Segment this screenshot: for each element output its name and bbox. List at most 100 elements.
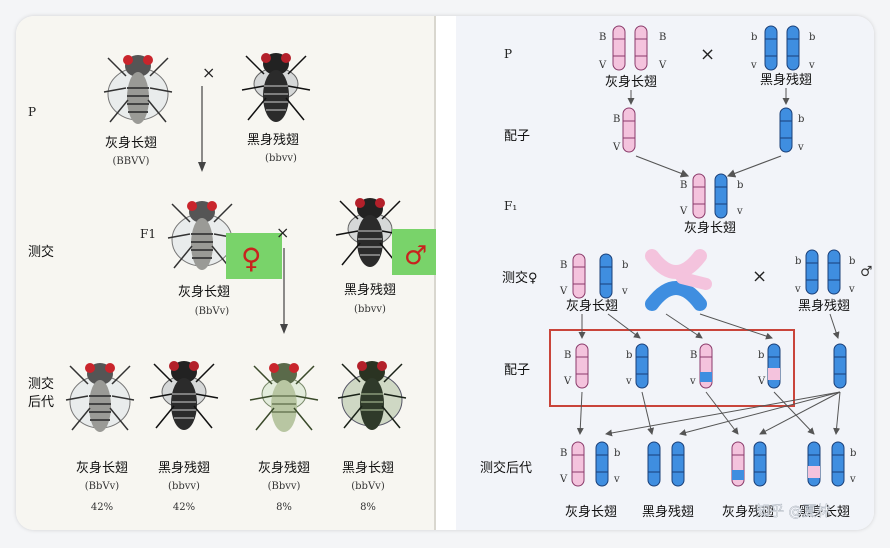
g2d-allele-b: b	[758, 350, 764, 361]
cross-sign-p: ×	[202, 63, 215, 82]
f1-chromosome-blue	[714, 173, 728, 219]
female-symbol-box	[226, 233, 282, 279]
tcm-allele-b-right: b	[849, 256, 855, 267]
tcm-allele-v-right: v	[848, 284, 855, 295]
parent2-genotype: (bbvv)	[265, 153, 297, 164]
off3-chr-recombinant	[731, 441, 745, 487]
parent1-genotype: (BBVV)	[113, 156, 150, 167]
gamete2-recombinant-bV	[767, 343, 781, 389]
g2a-allele-b: B	[564, 350, 571, 361]
offspring-label-line2: 后代	[28, 395, 54, 410]
arrow-tester-off2	[679, 391, 841, 436]
tester-phenotype: 黑身残翅	[344, 282, 396, 298]
f1-fly-female	[167, 200, 237, 271]
arrow-gamete-pink-to-f1	[635, 155, 690, 178]
parent2-phenotype: 黑身残翅	[247, 132, 299, 148]
p1-allele-b-right: B	[659, 32, 666, 43]
offspring-label-line1: 测交	[28, 376, 54, 392]
r-gamete2-label: 配子	[504, 363, 530, 378]
f1-allele-v-small: v	[736, 206, 743, 217]
p1-allele-v-right: V	[658, 60, 667, 71]
p2-allele-v-right: v	[808, 60, 815, 71]
arrow-tcf-g2	[607, 313, 641, 339]
r-gamete1-label: 配子	[504, 129, 530, 144]
offspring2-genotype: (bbvv)	[168, 481, 200, 492]
male-symbol: ♂	[404, 241, 427, 271]
off2-chr-right	[671, 441, 685, 487]
offspring1-genotype: (BbVv)	[85, 481, 120, 492]
arrow-head-p-to-f1	[198, 162, 206, 172]
offspring-fly-black-long	[337, 360, 407, 431]
off1-chr-pink	[571, 441, 585, 487]
offspring-fly-gray-vestigial	[249, 362, 319, 433]
tc-male-symbol: ♂	[860, 264, 873, 280]
off1-phenotype: 灰身长翅	[565, 504, 617, 520]
p2-allele-b-left: b	[751, 32, 757, 43]
gamete2-recombinant-bv	[699, 343, 713, 389]
tc-female-phenotype: 灰身长翅	[566, 298, 618, 314]
off3-chr-blue	[753, 441, 767, 487]
tcf-allele-v-small: v	[621, 286, 628, 297]
g2d-allele-v: V	[757, 376, 766, 387]
gamete2-bv-small	[635, 343, 649, 389]
parent-fly-black-vestigial	[241, 52, 311, 123]
f1-phenotype: 灰身长翅	[178, 284, 230, 300]
r-testcross-label: 测交♀	[502, 270, 538, 286]
testcross-label: 测交	[28, 244, 54, 260]
g2c-allele-v: v	[689, 376, 696, 387]
offspring2-phenotype: 黑身残翅	[158, 460, 210, 476]
offspring3-phenotype: 灰身残翅	[258, 460, 310, 476]
parent-fly-gray-long	[103, 54, 173, 125]
offspring3-percent: 8%	[276, 502, 292, 513]
r-cross-sign-tc: ×	[752, 266, 767, 287]
p1-allele-b-left: B	[599, 32, 606, 43]
r-offspring-label: 测交后代	[480, 460, 532, 476]
arrow-tcm-g	[829, 313, 840, 339]
cross-sign-testcross: ×	[276, 223, 289, 242]
f1-allele-b-small: b	[737, 180, 743, 191]
chromosome-diagram-panel: P 配子 F₁ 测交♀ 配子 测交后代 B V B V 灰身长翅 × b v b…	[456, 16, 874, 530]
p1-allele-v-left: V	[598, 60, 607, 71]
g1-allele-v: V	[612, 142, 621, 153]
crossing-over-chromosomes	[645, 249, 712, 311]
f1-chromosome-pink	[692, 173, 706, 219]
offspring4-percent: 8%	[360, 502, 376, 513]
g1-allele-v-small: v	[797, 142, 804, 153]
off1-chr-blue	[595, 441, 609, 487]
watermark: 知乎 @夏林	[756, 503, 830, 520]
male-symbol-box	[392, 229, 436, 275]
gamete1-pink	[622, 107, 636, 153]
g2c-allele-b: B	[690, 350, 697, 361]
tc-female-chromosome-blue	[599, 253, 613, 299]
fly-cross-svg: P F1 测交 测交 后代 灰身长翅 (BBVV) × 黑身残翅 (bbvv) …	[28, 52, 436, 513]
off1-allele-b: B	[560, 448, 567, 459]
tcf-allele-b: B	[560, 260, 567, 271]
off4-allele-v-small: v	[849, 474, 856, 485]
fly-cross-panel: P F1 测交 测交 后代 灰身长翅 (BBVV) × 黑身残翅 (bbvv) …	[16, 16, 436, 530]
offspring1-percent: 42%	[91, 502, 113, 513]
p2-allele-v-left: v	[750, 60, 757, 71]
arrow-tester-off4	[833, 391, 841, 435]
off4-chr-recombinant	[807, 441, 821, 487]
f1-allele-b: B	[680, 180, 687, 191]
p-label: P	[28, 105, 36, 119]
arrow-tester-off1	[605, 391, 841, 437]
arrow-head-testcross	[280, 324, 288, 334]
chromosome-diagram-svg: P 配子 F₁ 测交♀ 配子 测交后代 B V B V 灰身长翅 × b v b…	[480, 25, 873, 520]
off1-allele-v-small: v	[613, 474, 620, 485]
female-symbol: ♀	[241, 242, 262, 275]
off1-allele-b-small: b	[614, 448, 620, 459]
tc-male-phenotype: 黑身残翅	[798, 298, 850, 314]
off4-chr-blue	[831, 441, 845, 487]
tc-male-chromosome-left	[805, 249, 819, 295]
tester-genotype: (bbvv)	[354, 304, 386, 315]
offspring-fly-gray-long	[65, 362, 135, 433]
p1-chromosome-left	[612, 25, 626, 71]
p2-phenotype: 黑身残翅	[760, 72, 812, 88]
p2-allele-b-right: b	[809, 32, 815, 43]
tcf-allele-b-small: b	[622, 260, 628, 271]
f1-phenotype-r: 灰身长翅	[684, 220, 736, 236]
arrow-tester-off3	[759, 391, 841, 435]
g1-allele-b: B	[613, 114, 620, 125]
off4-allele-b-small: b	[850, 448, 856, 459]
